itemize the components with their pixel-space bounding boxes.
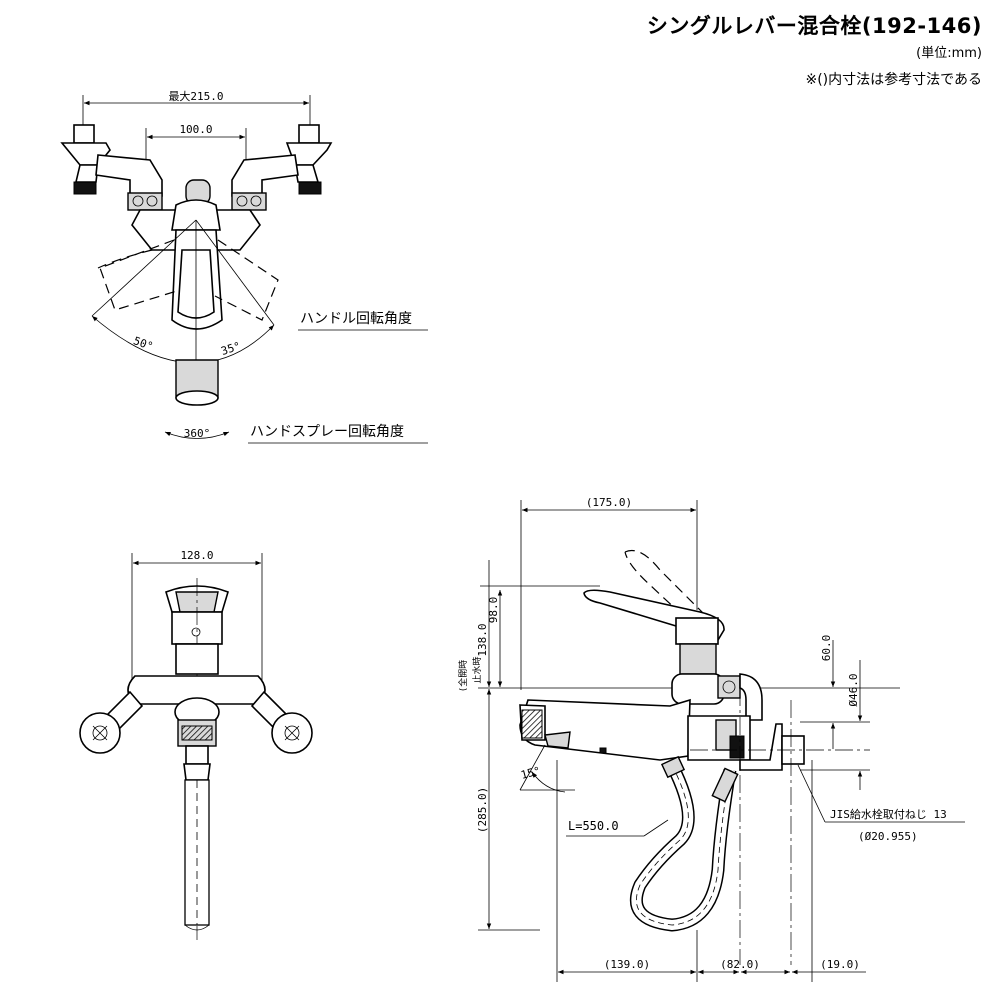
unit-note: (単位:mm)	[916, 46, 982, 61]
hose-length-label: L=550.0	[568, 819, 619, 833]
jis-diameter-label: (Ø20.955)	[858, 830, 918, 843]
drawing-title: シングルレバー混合栓(192-146)	[646, 14, 982, 38]
dim-pitch: 100.0	[179, 123, 212, 136]
angle-15-label: 15°	[519, 764, 542, 782]
jis-thread-label: JIS給水栓取付ねじ 13	[830, 807, 947, 821]
dim-stop: 98.0	[487, 597, 500, 624]
title-block: シングルレバー混合栓(192-146) (単位:mm) ※()内寸法は参考寸法で…	[647, 10, 982, 89]
side-view: (175.0) 138.0 98.0 (全開時 止水時 (285.0)	[457, 496, 965, 982]
dim-46: Ø46.0	[847, 673, 860, 706]
angle-left-label: 50°	[132, 334, 155, 353]
dim-139: (139.0)	[604, 958, 650, 971]
angle-right-label: 35°	[219, 339, 242, 358]
spray-angle-label: 360°	[184, 427, 211, 440]
dim-depth: (175.0)	[586, 496, 632, 509]
top-view: 最大215.0 100.0	[60, 89, 428, 444]
dim-max-width: 最大215.0	[168, 89, 223, 103]
dim-60: 60.0	[820, 635, 833, 662]
dim-full-open-prefix: (全開時	[457, 660, 469, 692]
dim-stop-prefix: 止水時	[471, 656, 483, 683]
dim-height: (285.0)	[476, 787, 489, 833]
dim-19: (19.0)	[820, 958, 860, 971]
reference-note: ※()内寸法は参考寸法である	[805, 72, 982, 88]
dim-82: (82.0)	[720, 958, 760, 971]
dim-full-open: 138.0	[476, 623, 489, 656]
front-view: 128.0	[79, 549, 313, 940]
spray-rotation-label: ハンドスプレー回転角度	[250, 424, 404, 440]
handle-rotation-label: ハンドル回転角度	[300, 311, 412, 327]
dim-front-width: 128.0	[180, 549, 213, 562]
